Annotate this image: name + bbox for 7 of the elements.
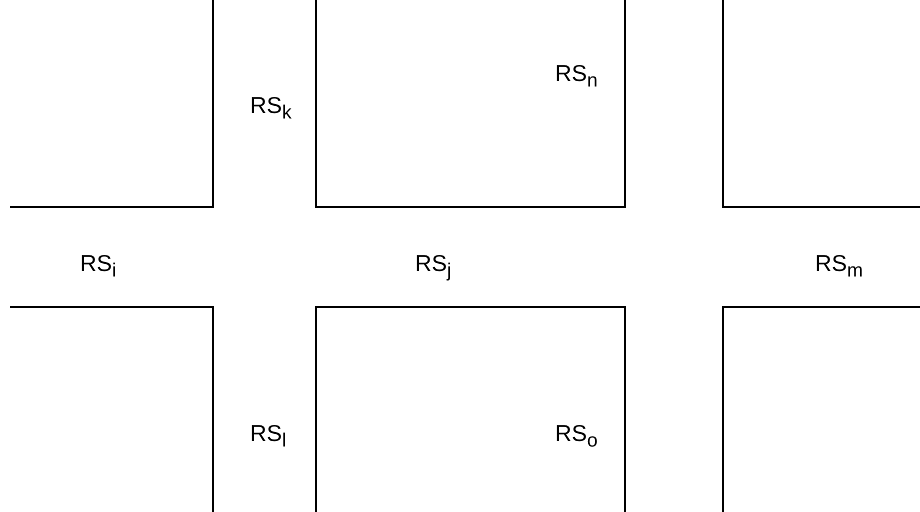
street-label: RS$_{o}$ bbox=[555, 420, 598, 453]
street-label: RS$_{l}$ bbox=[250, 420, 286, 453]
street-label: RS$_{i}$ bbox=[80, 250, 116, 283]
street-label: RS$_{n}$ bbox=[555, 60, 598, 93]
street-label: RS$_{m}$ bbox=[815, 250, 863, 283]
street-label: RS$_{k}$ bbox=[250, 92, 292, 125]
street-label: RS$_{j}$ bbox=[415, 250, 452, 283]
